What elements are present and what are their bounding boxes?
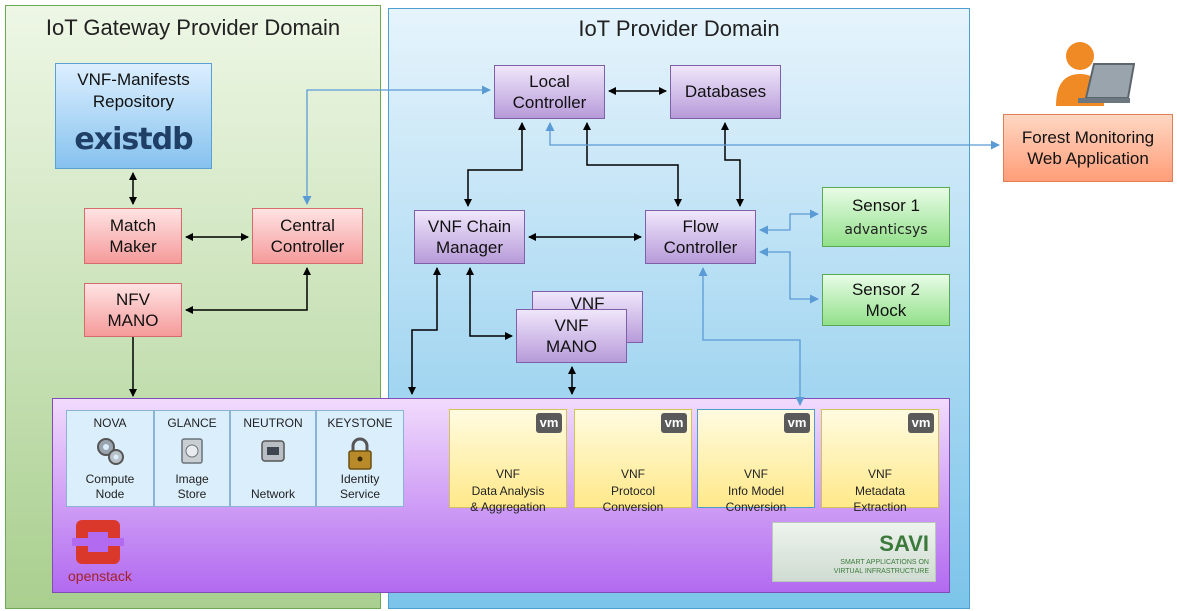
savi-logo: SAVI SMART APPLICATIONS ON VIRTUAL INFRA… <box>772 522 936 582</box>
central-controller[interactable]: Central Controller <box>252 208 363 264</box>
vnf-data-analysis[interactable]: vm VNF Data Analysis & Aggregation <box>449 409 567 514</box>
provider-domain-title: IoT Provider Domain <box>578 16 780 41</box>
sensor-2-mock[interactable]: Sensor 2 Mock <box>822 274 950 326</box>
forest-monitoring-web-application[interactable]: Forest Monitoring Web Application <box>1003 114 1173 182</box>
vnf-protocol-conversion-label: VNF Protocol Conversion <box>602 467 664 514</box>
vnf-manifests-label: VNF-Manifests Repository <box>77 70 190 112</box>
openstack-logo-icon <box>72 520 124 564</box>
disk-icon <box>181 438 203 464</box>
advanticsys-logo: advanticsys <box>844 222 928 238</box>
vnf-info-model-conversion-label: VNF Info Model Conversion <box>725 467 787 514</box>
sensor-1[interactable]: Sensor 1 advanticsys <box>822 187 950 247</box>
glance-service[interactable]: GLANCE Image Store <box>154 410 230 507</box>
network-switch-icon <box>261 440 285 462</box>
keystone-name: KEYSTONE <box>327 416 393 430</box>
neutron-service[interactable]: NEUTRON Network <box>230 410 316 507</box>
vnf-data-analysis-label: VNF Data Analysis & Aggregation <box>470 467 546 514</box>
vm-badge-icon: vm <box>784 413 810 433</box>
neutron-desc: Network <box>250 487 295 501</box>
savi-logo-text: SAVI <box>879 531 929 556</box>
openstack-services-group: NOVA Compute Node GLANCE Image Store NEU… <box>66 410 404 507</box>
glance-name: GLANCE <box>167 416 217 430</box>
keystone-desc: Identity Service <box>339 472 380 501</box>
vm-badge-icon: vm <box>661 413 687 433</box>
vnf-info-model-conversion[interactable]: vm VNF Info Model Conversion <box>697 409 815 514</box>
vnf-manifests-repository[interactable]: VNF-Manifests Repository existdb <box>55 63 212 169</box>
sensor-1-label: Sensor 1 <box>851 196 921 215</box>
databases[interactable]: Databases <box>670 65 781 119</box>
vnf-metadata-extraction-label: VNF Metadata Extraction <box>853 467 907 514</box>
vm-badge-icon: vm <box>908 413 934 433</box>
nfv-mano[interactable]: NFV MANO <box>84 283 182 337</box>
vm-badge-icon: vm <box>536 413 562 433</box>
savi-sub-2: VIRTUAL INFRASTRUCTURE <box>833 568 929 575</box>
savi-sub-1: SMART APPLICATIONS ON <box>840 559 929 566</box>
nova-service[interactable]: NOVA Compute Node <box>66 410 154 507</box>
nova-desc: Compute Node <box>85 472 135 501</box>
neutron-name: NEUTRON <box>243 416 303 430</box>
vnf-mano[interactable]: VNF MANO <box>516 309 627 363</box>
openstack-logo-text: openstack <box>68 568 132 584</box>
nova-name: NOVA <box>93 416 127 430</box>
keystone-service[interactable]: KEYSTONE Identity Service <box>316 410 404 507</box>
local-controller[interactable]: Local Controller <box>494 65 605 119</box>
gateway-domain-title: IoT Gateway Provider Domain <box>45 15 341 40</box>
vnf-metadata-extraction[interactable]: vm VNF Metadata Extraction <box>821 409 939 514</box>
user-laptop-icon <box>1056 42 1135 106</box>
vnf-chain-manager[interactable]: VNF Chain Manager <box>414 210 525 264</box>
glance-desc: Image Store <box>175 472 209 501</box>
flow-controller[interactable]: Flow Controller <box>645 210 756 264</box>
existdb-logo-text: existdb <box>74 122 193 157</box>
vnf-mano-back-label: VNF <box>570 294 605 313</box>
match-maker[interactable]: Match Maker <box>84 208 182 264</box>
gears-icon <box>97 438 124 465</box>
padlock-icon <box>348 437 372 470</box>
vnf-protocol-conversion[interactable]: vm VNF Protocol Conversion <box>574 409 692 514</box>
